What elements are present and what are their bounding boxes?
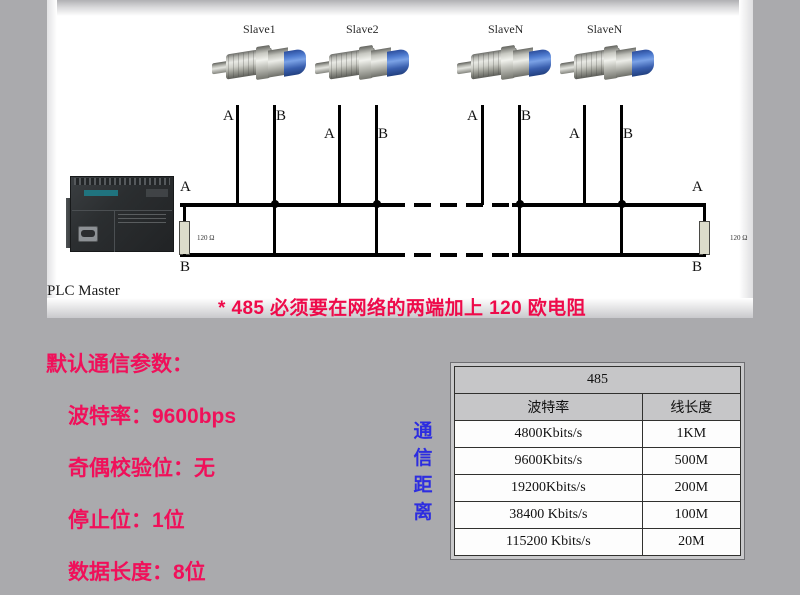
slave-label-3: SlaveN xyxy=(488,22,524,36)
cell-baud: 38400 Kbits/s xyxy=(454,501,643,529)
table-row: 19200Kbits/s 200M xyxy=(454,474,742,502)
branch-letter-a-1: A xyxy=(223,108,234,124)
branch-letter-b-4: B xyxy=(623,126,634,142)
plc-master-caption: PLC Master xyxy=(47,283,120,299)
plc-seam-vertical xyxy=(114,210,115,252)
slave-device-4 xyxy=(560,40,656,86)
bus-line-b-dashed xyxy=(388,253,512,257)
bus-line-b-left xyxy=(180,253,388,257)
slave-label-1: Slave1 xyxy=(243,22,276,36)
bus-terminal-a-right: A xyxy=(692,179,703,195)
cell-length: 500M xyxy=(641,447,742,475)
bus-line-a-dashed xyxy=(388,203,512,207)
branch-line-a-1 xyxy=(236,105,239,205)
sensor-bluecap-icon xyxy=(387,48,409,77)
slave-device-2 xyxy=(315,40,411,86)
table-header-row: 波特率 线长度 xyxy=(454,393,742,421)
bus-line-a-left xyxy=(180,203,388,207)
right-resistor-lead-bottom xyxy=(703,254,706,257)
panel-top-gradient xyxy=(47,0,753,16)
resistor-value-right: 120 Ω xyxy=(730,234,748,242)
cell-length: 20M xyxy=(641,528,742,556)
bus-terminal-b-right: B xyxy=(692,259,703,275)
sensor-bluecap-icon xyxy=(284,48,306,77)
terminating-resistor-right xyxy=(699,221,710,255)
branch-line-a-3 xyxy=(481,105,484,205)
left-resistor-lead-bottom xyxy=(183,254,186,257)
bus-terminal-b-left: B xyxy=(180,259,191,275)
branch-letter-b-2: B xyxy=(378,126,389,142)
param-stop-bits: 停止位：1位 xyxy=(68,509,185,532)
table-title-cell: 485 xyxy=(454,366,741,394)
params-title: 默认通信参数： xyxy=(46,353,193,376)
branch-line-b-2 xyxy=(375,105,378,255)
plc-seam-horizontal xyxy=(72,210,172,211)
cell-length: 1KM xyxy=(641,420,742,448)
branch-line-a-2 xyxy=(338,105,341,205)
plc-model-mark xyxy=(146,189,168,197)
slave-label-2: Slave2 xyxy=(346,22,379,36)
panel-bottom-gradient xyxy=(47,298,753,318)
slave-device-3 xyxy=(457,40,553,86)
junction-dot-4 xyxy=(618,200,626,208)
branch-letter-b-1: B xyxy=(276,108,287,124)
panel-right-gradient xyxy=(739,0,753,318)
plc-master-device xyxy=(62,170,180,258)
param-data-length: 数据长度：8位 xyxy=(68,561,206,584)
slave-label-4: SlaveN xyxy=(587,22,623,36)
panel-left-gradient xyxy=(47,0,57,318)
param-baud-rate: 波特率：9600bps xyxy=(68,405,237,428)
branch-line-b-4 xyxy=(620,105,623,255)
junction-dot-1 xyxy=(271,200,279,208)
branch-letter-a-3: A xyxy=(467,108,478,124)
network-diagram-panel: Slave1 Slave2 SlaveN SlaveN xyxy=(47,0,753,318)
cell-baud: 4800Kbits/s xyxy=(454,420,643,448)
sensor-bluecap-icon xyxy=(529,48,551,77)
plc-brand-mark xyxy=(84,190,118,196)
branch-line-b-1 xyxy=(273,105,276,255)
bus-terminal-a-left: A xyxy=(180,179,191,195)
left-resistor-lead-top xyxy=(183,203,186,221)
cell-baud: 19200Kbits/s xyxy=(454,474,643,502)
cell-baud: 115200 Kbits/s xyxy=(454,528,643,556)
branch-letter-a-2: A xyxy=(324,126,335,142)
junction-dot-2 xyxy=(373,200,381,208)
table-header-baud: 波特率 xyxy=(454,393,643,421)
cell-baud: 9600Kbits/s xyxy=(454,447,643,475)
plc-vent-slots xyxy=(74,178,170,185)
slave-device-1 xyxy=(212,40,308,86)
table-row: 4800Kbits/s 1KM xyxy=(454,420,742,448)
baud-rate-distance-table: 485 波特率 线长度 4800Kbits/s 1KM 9600Kbits/s … xyxy=(450,362,745,560)
param-parity: 奇偶校验位：无 xyxy=(68,457,215,480)
communication-distance-caption: 通 信 距 离 xyxy=(413,421,433,523)
table-row: 38400 Kbits/s 100M xyxy=(454,501,742,529)
cell-length: 100M xyxy=(641,501,742,529)
plc-serial-port-inner xyxy=(81,230,95,237)
bus-line-b-right xyxy=(512,253,706,257)
sensor-bluecap-icon xyxy=(632,48,654,77)
table-row: 115200 Kbits/s 20M xyxy=(454,528,742,556)
resistor-value-left: 120 Ω xyxy=(197,234,215,242)
plc-label-strip xyxy=(118,214,166,226)
terminating-resistor-left xyxy=(179,221,190,255)
default-comm-parameters: 默认通信参数： 波特率：9600bps 奇偶校验位：无 停止位：1位 数据长度：… xyxy=(46,348,376,586)
branch-letter-a-4: A xyxy=(569,126,580,142)
table-row: 9600Kbits/s 500M xyxy=(454,447,742,475)
junction-dot-3 xyxy=(516,200,524,208)
cell-length: 200M xyxy=(641,474,742,502)
table-header-length: 线长度 xyxy=(641,393,742,421)
branch-line-a-4 xyxy=(583,105,586,205)
termination-warning-note: * 485 必须要在网络的两端加上 120 欧电阻 xyxy=(218,298,586,319)
right-resistor-lead-top xyxy=(703,203,706,221)
bus-line-a-right xyxy=(512,203,706,207)
branch-letter-b-3: B xyxy=(521,108,532,124)
table-title-row: 485 xyxy=(454,366,741,394)
branch-line-b-3 xyxy=(518,105,521,255)
